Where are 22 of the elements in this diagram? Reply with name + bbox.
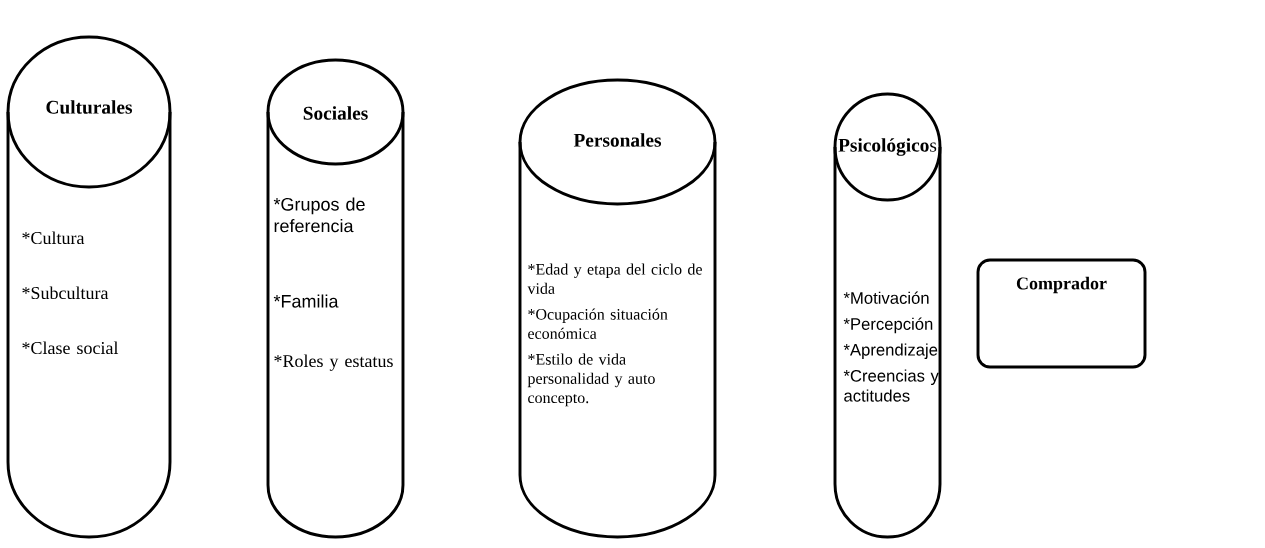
list-item: *Roles y estatus bbox=[274, 354, 393, 371]
rounded-box: Comprador bbox=[976, 258, 1147, 369]
heading: Personales bbox=[573, 133, 662, 147]
list-item: *Clase social bbox=[22, 341, 119, 355]
list-item: *Estilo de vida personalidad y auto concepto. bbox=[527, 353, 655, 407]
list-item: *Motivación bbox=[843, 291, 929, 304]
list-item: *Aprendizaje bbox=[843, 343, 938, 359]
heading: Psicológicos bbox=[838, 138, 937, 156]
heading: Sociales bbox=[303, 106, 368, 120]
cylinder bbox=[518, 78, 717, 539]
list-item: *Creencias y actitudes bbox=[843, 369, 939, 402]
list-item: *Ocupación situación económica bbox=[528, 308, 668, 339]
list-item: *Edad y etapa del ciclo de vida bbox=[527, 263, 702, 294]
cylinder bbox=[833, 92, 942, 539]
list-item: *Cultura bbox=[22, 231, 85, 245]
list-item: *Percepción bbox=[843, 317, 933, 334]
list-item: *Subcultura bbox=[22, 286, 109, 300]
list-item: *Familia bbox=[273, 294, 339, 308]
list-item: *Grupos de referencia bbox=[273, 197, 365, 233]
cylinder bbox=[6, 35, 172, 539]
cylinder bbox=[266, 58, 405, 539]
heading: Culturales bbox=[46, 100, 133, 114]
